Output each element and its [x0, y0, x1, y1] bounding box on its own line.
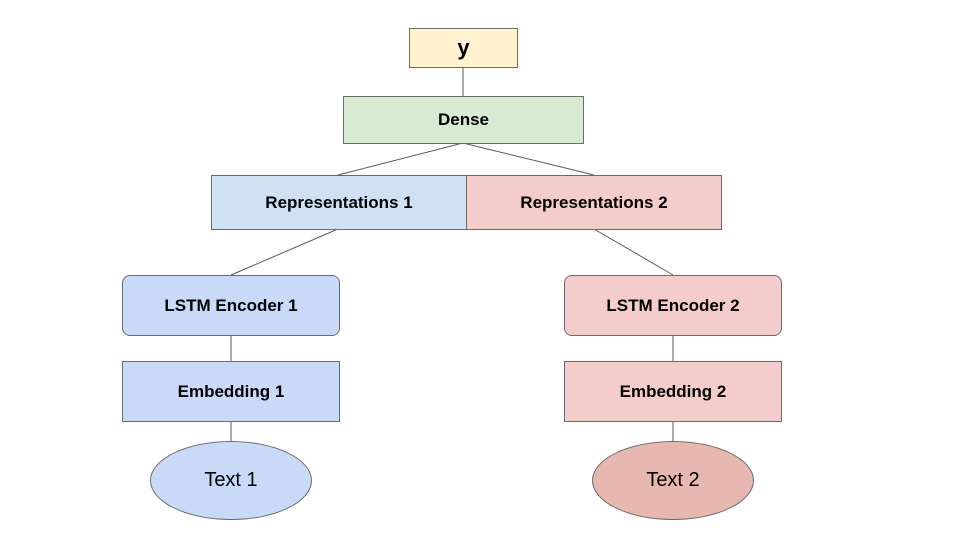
dense-node: Dense — [343, 96, 584, 144]
representations-2-label: Representations 2 — [520, 192, 668, 212]
embedding-2-node: Embedding 2 — [564, 361, 782, 422]
lstm-encoder-1-label: LSTM Encoder 1 — [164, 295, 298, 315]
text-2-node: Text 2 — [592, 441, 754, 520]
lstm-encoder-1-node: LSTM Encoder 1 — [122, 275, 340, 336]
lstm-encoder-2-label: LSTM Encoder 2 — [606, 295, 740, 315]
representations-1-node: Representations 1 — [211, 175, 467, 230]
embedding-1-label: Embedding 1 — [177, 381, 285, 401]
y-output-label: y — [457, 35, 470, 60]
edge-dense-rep2 — [462, 142, 595, 176]
edge-rep2-lstm2 — [593, 228, 674, 276]
edge-dense-rep1 — [337, 142, 464, 176]
dense-label: Dense — [437, 110, 490, 129]
text-1-node: Text 1 — [150, 441, 312, 520]
y-output-node: y — [409, 28, 518, 68]
text-2-label: Text 2 — [646, 469, 700, 491]
edge-rep1-lstm1 — [230, 228, 339, 276]
embedding-1-node: Embedding 1 — [122, 361, 340, 422]
embedding-2-label: Embedding 2 — [619, 381, 727, 401]
lstm-encoder-2-node: LSTM Encoder 2 — [564, 275, 782, 336]
representations-2-node: Representations 2 — [466, 175, 722, 230]
representations-1-label: Representations 1 — [265, 192, 413, 212]
text-1-label: Text 1 — [204, 469, 258, 491]
